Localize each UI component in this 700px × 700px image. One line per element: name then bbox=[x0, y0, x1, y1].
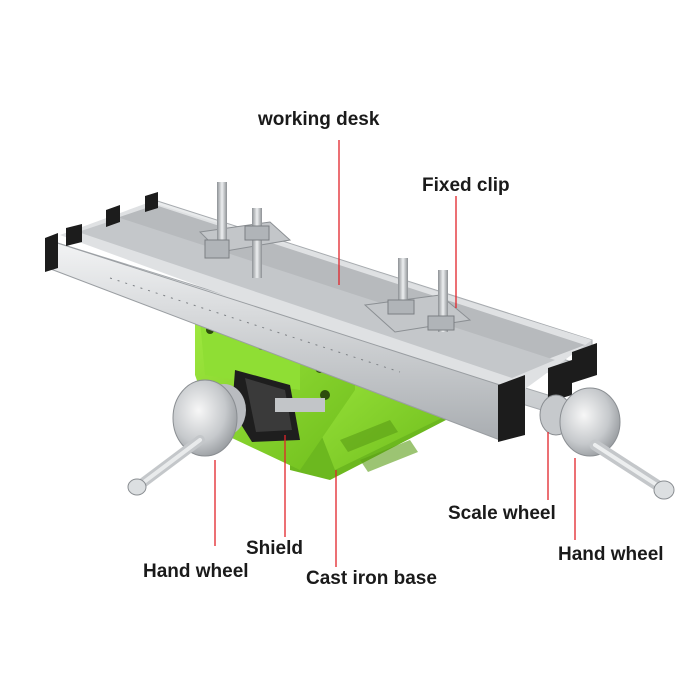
leader-lines bbox=[214, 140, 576, 567]
shield bbox=[232, 370, 325, 442]
label-hand-wheel-right: Hand wheel bbox=[558, 544, 664, 565]
label-shield: Shield bbox=[246, 538, 304, 559]
label-fixed-clip: Fixed clip bbox=[422, 175, 510, 196]
hand-wheel-right bbox=[559, 387, 675, 500]
label-cast-iron-base: Cast iron base bbox=[306, 568, 437, 589]
label-hand-wheel-left: Hand wheel bbox=[143, 561, 249, 582]
working-desk bbox=[45, 192, 597, 442]
fixed-clip-left bbox=[198, 182, 292, 278]
hand-wheel-left bbox=[127, 379, 246, 496]
label-scale-wheel: Scale wheel bbox=[448, 503, 556, 524]
label-working-desk: working desk bbox=[258, 109, 380, 130]
fixed-clip-right bbox=[363, 258, 472, 333]
